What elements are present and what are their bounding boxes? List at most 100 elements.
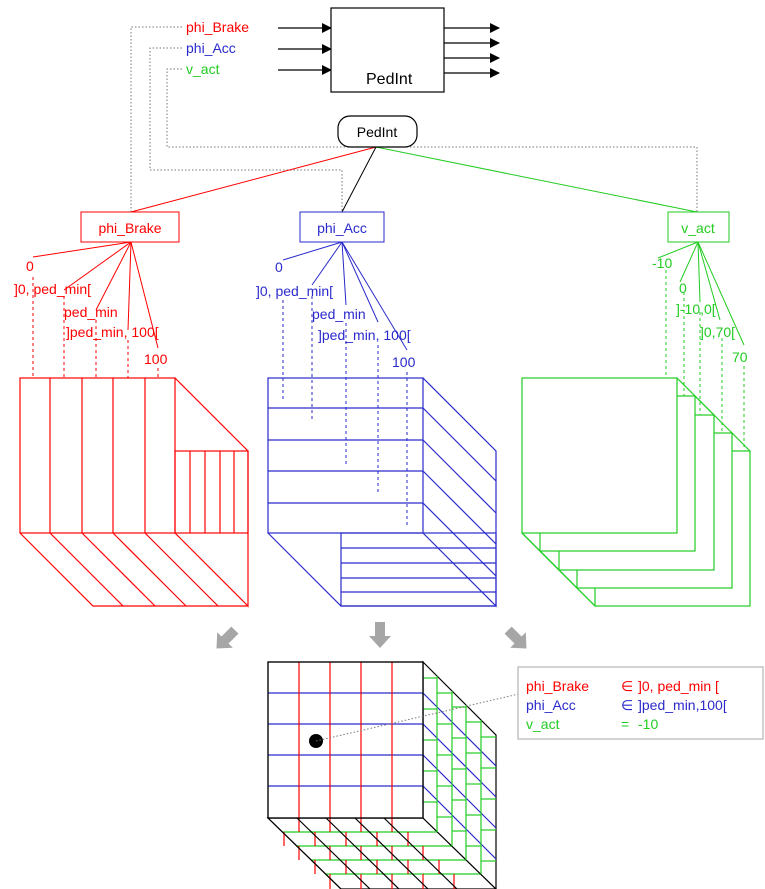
- dotted-link-brake: [130, 26, 182, 212]
- pedint-block-box[interactable]: [330, 7, 445, 93]
- vact-class-5: 70: [732, 349, 748, 365]
- brake-partition-cube: [19, 377, 249, 608]
- vact-classes: [657, 241, 745, 450]
- brake-cube-bottom-line: [112, 532, 187, 607]
- vact-branch-3: [697, 241, 701, 303]
- acc-partition-cube: [267, 377, 497, 608]
- combined-bottom-green-lines: [282, 831, 481, 875]
- vact-class-4: ]0,70[: [700, 324, 735, 340]
- pedint-block: phi_Brake phi_Acc v_act PedInt: [130, 7, 698, 212]
- acc-cube-side-line: [422, 439, 497, 514]
- brake-classes: [32, 241, 159, 378]
- vact-class-3: ]-10,0[: [676, 301, 716, 317]
- legend-name-vact: v_act: [526, 716, 560, 732]
- vact-cube-edge: [694, 395, 715, 416]
- acc-class-3: ped_min: [312, 306, 366, 322]
- edge-root-brake: [130, 146, 377, 213]
- brake-cube-bottom-line: [81, 532, 156, 607]
- dotted-link-vact: [166, 68, 698, 212]
- legend-value-vact: -10: [638, 716, 658, 732]
- tree-root-node[interactable]: [337, 115, 418, 148]
- vact-branch-5: [697, 241, 745, 346]
- combined-side-green-ticks: [423, 677, 496, 862]
- tree-root-label: PedInt: [357, 124, 398, 140]
- acc-classes: [282, 241, 408, 525]
- node-phi-acc[interactable]: [299, 211, 385, 243]
- acc-cube-bottom: [267, 532, 496, 607]
- legend-box: [517, 666, 764, 740]
- acc-branch-3: [341, 241, 347, 306]
- acc-cube-side-line: [422, 470, 497, 545]
- block-input-brake: phi_Brake: [186, 19, 249, 35]
- brake-branch-3: [95, 241, 132, 311]
- vact-class-2: 0: [679, 280, 687, 296]
- legend-name-brake: phi_Brake: [526, 678, 589, 694]
- classification-tree: PedInt phi_Brake phi_Acc v_act 0 ]0, ped…: [14, 115, 748, 525]
- vact-class-1: -10: [652, 255, 672, 271]
- acc-class-5: 100: [392, 354, 416, 370]
- legend-op-acc: ∈: [621, 697, 633, 713]
- legend-value-brake: ]0, ped_min [: [638, 678, 719, 694]
- brake-branch-4: [127, 241, 132, 331]
- acc-class-4: ]ped_min, 100[: [318, 327, 411, 343]
- brake-class-2: ]0, ped_min[: [14, 281, 91, 297]
- vact-branch-1: [657, 241, 699, 259]
- test-case-legend: phi_Brake ∈ ]0, ped_min [ phi_Acc ∈ ]ped…: [517, 666, 764, 740]
- combined-cube-front: [267, 661, 424, 819]
- selected-point-leader: [315, 692, 524, 742]
- brake-cube-inner-back: [174, 450, 249, 534]
- brake-class-5: 100: [144, 351, 168, 367]
- merge-arrows: [216, 622, 527, 649]
- node-v-act[interactable]: [667, 211, 730, 243]
- vact-slab-1: [521, 377, 678, 534]
- acc-branch-4: [341, 241, 379, 323]
- brake-class-1: 0: [26, 258, 34, 274]
- acc-cube-side-line: [422, 502, 497, 577]
- vact-branch-2: [679, 241, 699, 283]
- arrow-down-right-icon: [216, 626, 239, 649]
- dotted-link-acc: [149, 47, 343, 212]
- node-phi-acc-label: phi_Acc: [317, 220, 367, 236]
- combined-bottom-red-lines: [283, 818, 455, 889]
- legend-op-vact: =: [621, 716, 629, 732]
- arrow-down-left-icon: [504, 626, 527, 649]
- combined-side-blue-lines: [422, 692, 497, 860]
- node-phi-brake[interactable]: [80, 211, 180, 243]
- combined-front-red-lines: [298, 662, 393, 818]
- vact-cube-edge: [539, 550, 560, 571]
- brake-cube-bottom: [19, 532, 248, 607]
- block-input-acc: phi_Acc: [186, 40, 236, 56]
- acc-class-1: 0: [275, 259, 283, 275]
- acc-branch-5: [341, 241, 408, 351]
- edge-root-vact: [375, 146, 698, 213]
- brake-class-3: ped_min: [64, 304, 118, 320]
- acc-class-2: ]0, ped_min[: [256, 283, 333, 299]
- brake-cube-front: [19, 377, 176, 534]
- acc-branch-2: [311, 241, 343, 286]
- brake-cube-bottom-line: [49, 532, 124, 607]
- combined-test-cube: [266, 660, 524, 889]
- legend-value-acc: ]ped_min,100[: [638, 697, 727, 713]
- brake-branch-1: [32, 241, 132, 258]
- legend-op-brake: ∈: [621, 678, 633, 694]
- acc-cube-side-line: [422, 407, 497, 482]
- brake-branch-2: [63, 241, 132, 291]
- acc-cube-side: [422, 377, 497, 608]
- node-v-act-label: v_act: [681, 220, 715, 236]
- brake-cube-bottom-line: [144, 532, 219, 607]
- combined-front-blue-lines: [268, 692, 423, 787]
- vact-branch-4: [697, 241, 721, 321]
- acc-cube-inner-bottom: [340, 532, 497, 607]
- edge-root-acc: [341, 146, 377, 213]
- node-phi-brake-label: phi_Brake: [98, 220, 161, 236]
- pedint-block-title: PedInt: [366, 71, 413, 88]
- brake-class-4: ]ped_min, 100[: [66, 324, 159, 340]
- acc-branch-1: [282, 241, 343, 261]
- block-input-vact: v_act: [186, 61, 220, 77]
- arrow-down-icon: [369, 622, 391, 648]
- brake-cube-side: [174, 377, 249, 608]
- legend-name-acc: phi_Acc: [526, 697, 576, 713]
- brake-branch-5: [130, 241, 159, 349]
- vact-partition-cube: [521, 377, 751, 607]
